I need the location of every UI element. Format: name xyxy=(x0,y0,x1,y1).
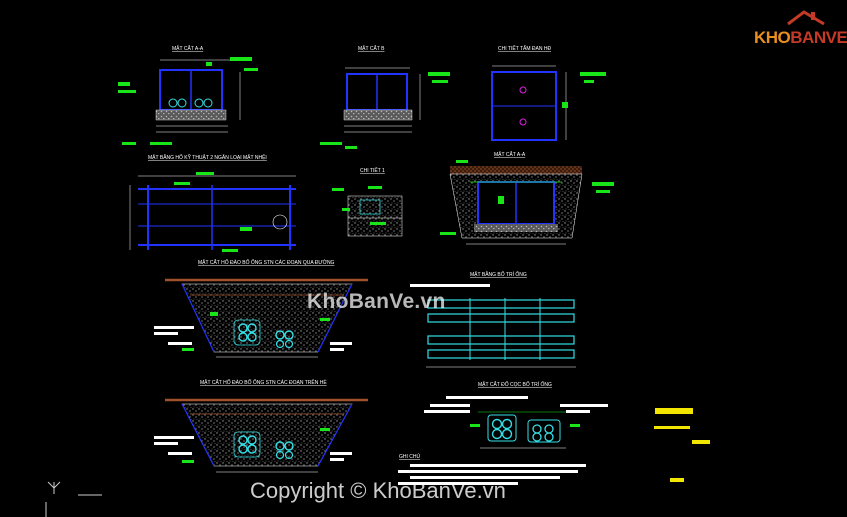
logo-text-banve: BANVE xyxy=(790,28,847,47)
trench-road-title: MẶT CẮT HỐ ĐÀO BỐ ỐNG STN CÁC ĐOẠN QUA Đ… xyxy=(198,258,335,266)
pipe-plan: MẶT BẰNG BỐ TRÍ ỐNG xyxy=(410,270,576,368)
section-a-right: MẶT CẮT A-A xyxy=(440,150,614,245)
trench-sidewalk: MẶT CẮT HỐ ĐÀO BỐ ỐNG STN CÁC ĐOẠN TRÊN … xyxy=(154,378,368,473)
khobanve-logo: KHOBANVE xyxy=(748,10,847,54)
logo-text: KHOBANVE xyxy=(754,28,847,48)
notes-block: GHI CHÚ xyxy=(398,453,586,485)
plate-detail: CHI TIẾT TẤM ĐAN HĐ xyxy=(491,45,606,141)
notes-title: GHI CHÚ xyxy=(399,453,421,460)
logo-text-kho: KHO xyxy=(754,28,791,47)
plate-detail-title: CHI TIẾT TẤM ĐAN HĐ xyxy=(498,45,551,52)
ucs-axis-icon xyxy=(45,481,102,517)
detail-1-title: CHI TIẾT 1 xyxy=(360,167,385,174)
pipe-cluster-sidewalk xyxy=(233,431,294,460)
scale-tags xyxy=(654,408,710,482)
pipe-section: MẶT CẮT ĐỐ CỌC BỐ TRÍ ỐNG xyxy=(424,380,608,449)
pipe-group xyxy=(168,98,213,108)
section-b-top: MẶT CẮT B xyxy=(320,44,450,149)
pipe-section-title: MẶT CẮT ĐỐ CỌC BỐ TRÍ ỐNG xyxy=(478,380,552,388)
section-a-top-title: MẶT CẮT A-A xyxy=(172,44,204,52)
trench-sidewalk-title: MẶT CẮT HỐ ĐÀO BỐ ỐNG STN CÁC ĐOẠN TRÊN … xyxy=(200,378,327,386)
trench-road: MẶT CẮT HỐ ĐÀO BỐ ỐNG STN CÁC ĐOẠN QUA Đ… xyxy=(154,258,368,358)
section-a-right-title: MẶT CẮT A-A xyxy=(494,150,526,158)
section-a-top: MẶT CẮT A-A xyxy=(118,44,258,145)
manhole-plan: MẶT BẰNG HỐ KỸ THUẬT 2 NGĂN LOẠI MẶT NHỆ… xyxy=(129,153,296,252)
pipe-cluster-road xyxy=(233,319,294,349)
pipe-plan-title: MẶT BẰNG BỐ TRÍ ỐNG xyxy=(470,270,527,278)
manhole-plan-title: MẶT BẰNG HỐ KỸ THUẬT 2 NGĂN LOẠI MẶT NHỆ… xyxy=(148,153,267,161)
house-roof-icon xyxy=(787,10,825,26)
section-b-top-title: MẶT CẮT B xyxy=(358,44,385,52)
detail-1: CHI TIẾT 1 xyxy=(332,167,403,237)
